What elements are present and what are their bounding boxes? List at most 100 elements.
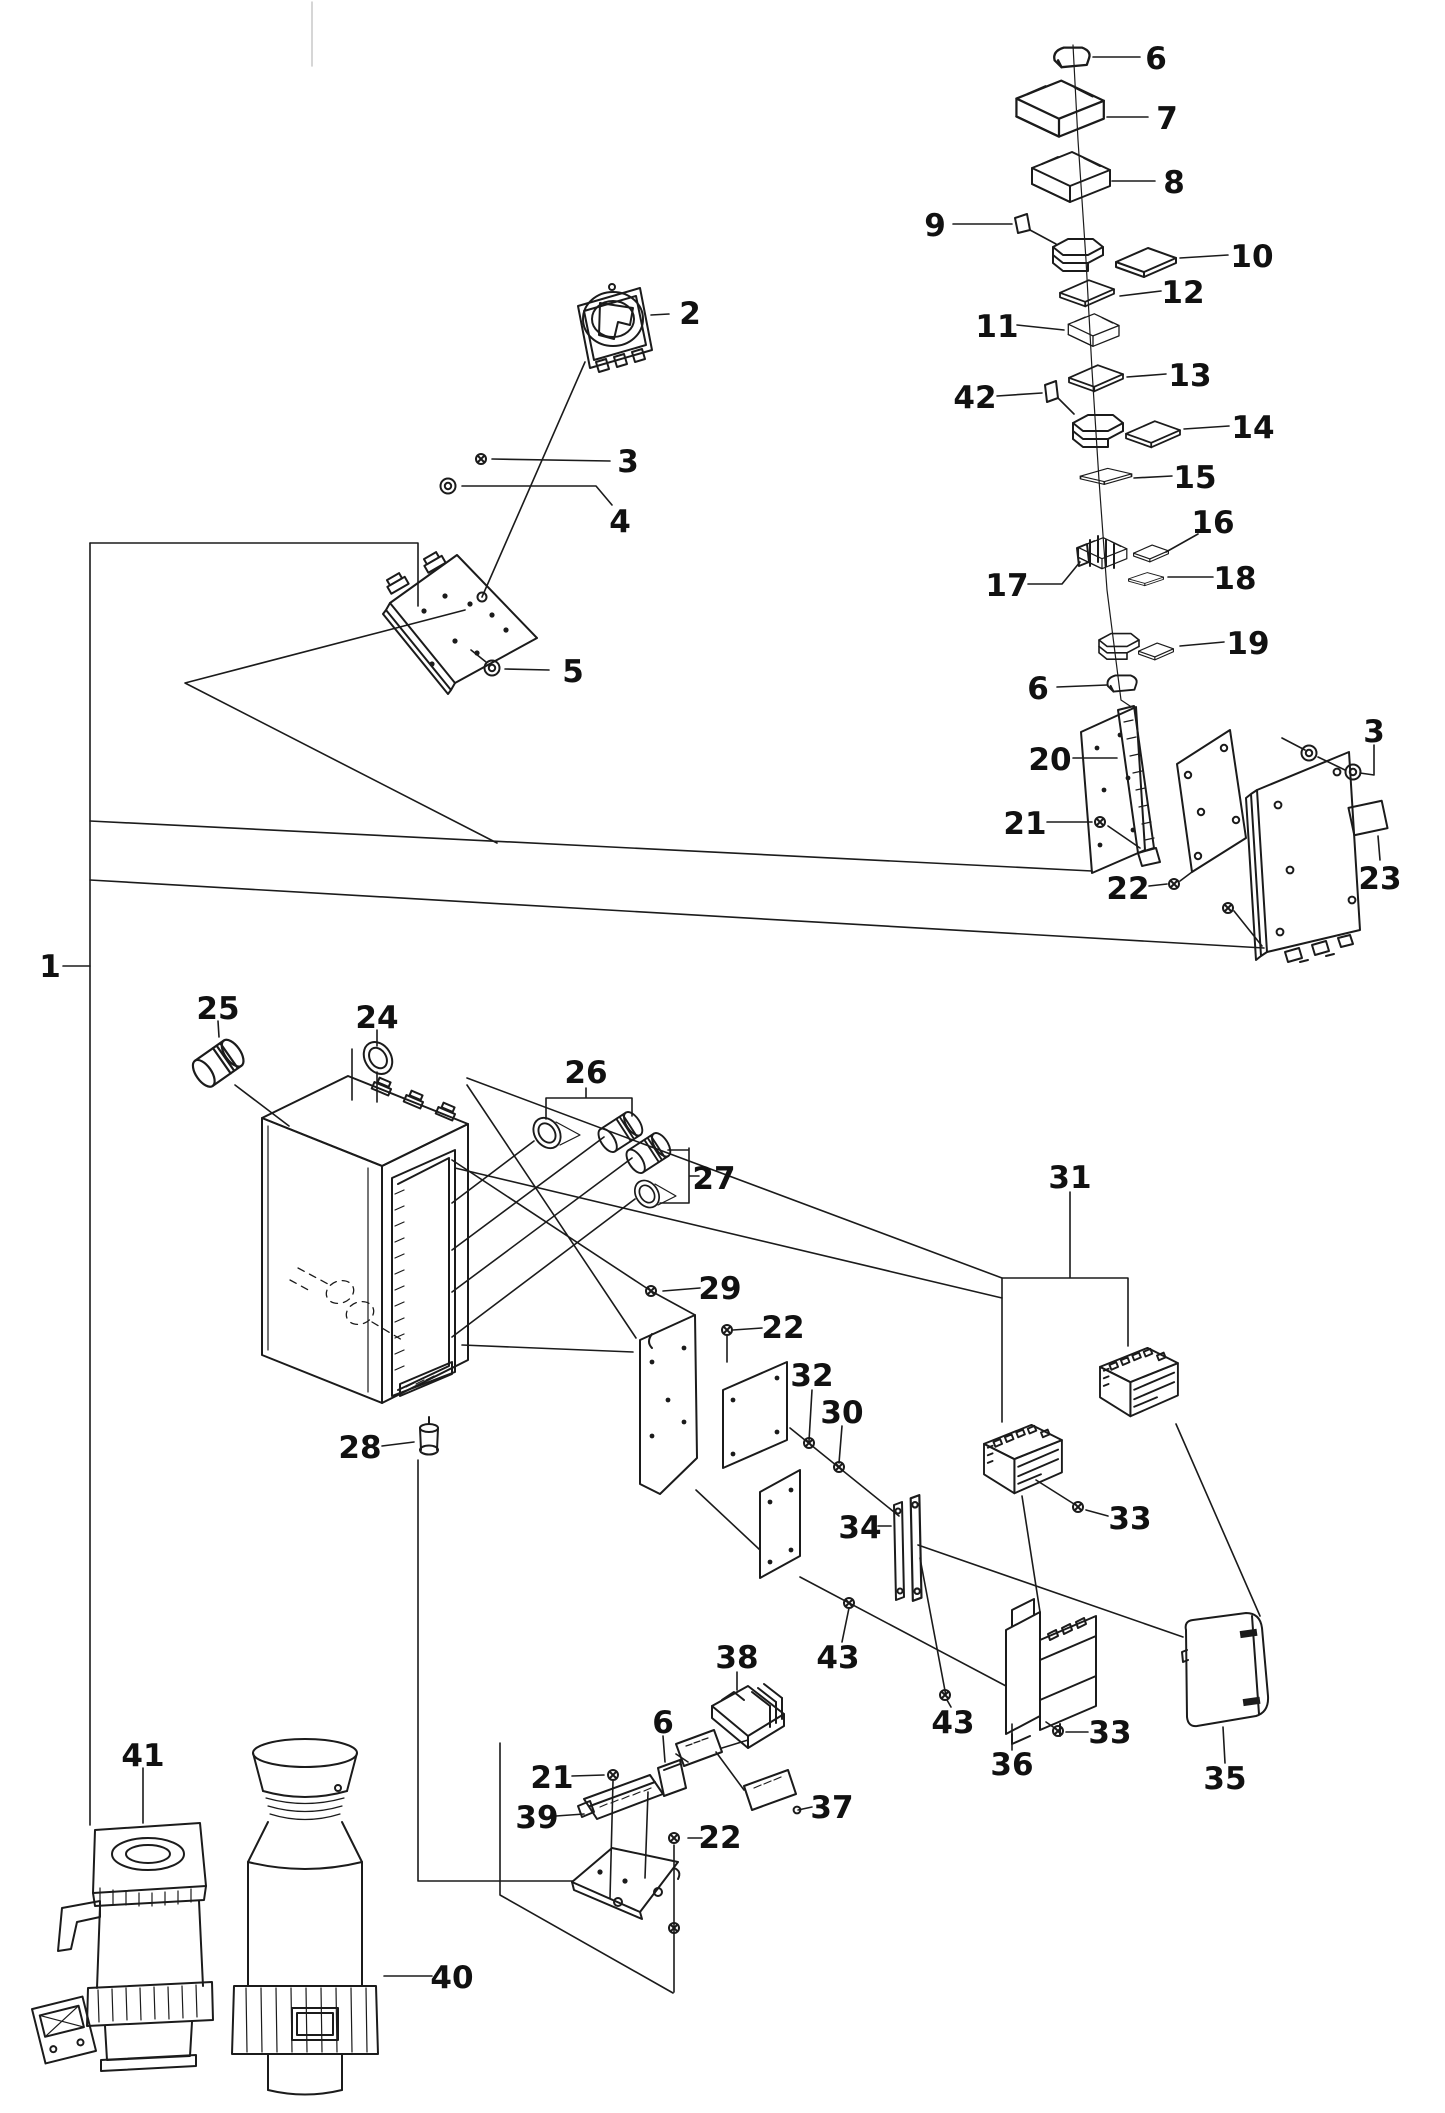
part-label-6c: 6 bbox=[652, 1705, 674, 1741]
part-label-4: 4 bbox=[609, 504, 631, 540]
switch-block-11 bbox=[1067, 313, 1120, 347]
screw-21-bottom bbox=[607, 1769, 619, 1781]
part-label-6b: 6 bbox=[1027, 671, 1049, 707]
part-label-21b: 21 bbox=[530, 1760, 573, 1796]
seal-ring-26 bbox=[526, 1111, 568, 1155]
power-supply-35 bbox=[1181, 1612, 1270, 1728]
screw-22-mid bbox=[721, 1324, 733, 1336]
mounting-plate-part bbox=[382, 551, 538, 695]
relay-36 bbox=[1005, 1598, 1097, 1745]
screw-33-upper bbox=[1072, 1501, 1084, 1513]
clip-9 bbox=[1014, 213, 1031, 234]
part-label-33a: 33 bbox=[1108, 1501, 1151, 1537]
part-label-6a: 6 bbox=[1145, 41, 1167, 77]
rear-panel-left bbox=[1080, 706, 1146, 874]
plug-connector-41 bbox=[30, 1822, 214, 2072]
mounting-rail-39 bbox=[577, 1774, 664, 1820]
enclosure-box bbox=[261, 1075, 469, 1404]
screw-22-top2 bbox=[1222, 902, 1234, 914]
part-label-11: 11 bbox=[975, 309, 1018, 345]
contactor-left bbox=[983, 1423, 1063, 1495]
part-label-23: 23 bbox=[1358, 861, 1401, 897]
switch-block-7 bbox=[1015, 79, 1105, 138]
screw-3-top bbox=[475, 453, 487, 465]
part-label-25: 25 bbox=[196, 991, 239, 1027]
part-label-43b: 43 bbox=[931, 1705, 974, 1741]
contactor-right bbox=[1099, 1346, 1179, 1418]
part-label-29: 29 bbox=[698, 1271, 741, 1307]
din-rail-20 bbox=[1117, 705, 1161, 867]
rear-panel-right bbox=[1245, 751, 1361, 963]
contact-stack bbox=[1052, 238, 1104, 272]
clip-17 bbox=[1076, 543, 1090, 567]
part-label-38: 38 bbox=[715, 1640, 758, 1676]
label-plate-23 bbox=[1347, 799, 1389, 837]
part-label-19: 19 bbox=[1226, 626, 1269, 662]
part-label-32: 32 bbox=[790, 1358, 833, 1394]
part-label-7: 7 bbox=[1156, 101, 1178, 137]
mounting-foot-28 bbox=[419, 1416, 439, 1456]
part-label-22c: 22 bbox=[698, 1820, 741, 1856]
screw-22-top bbox=[1168, 878, 1180, 890]
part-label-41: 41 bbox=[121, 1738, 164, 1774]
part-label-14: 14 bbox=[1231, 410, 1274, 446]
part-label-30: 30 bbox=[820, 1395, 863, 1431]
part-label-20: 20 bbox=[1028, 742, 1071, 778]
bottom-plate bbox=[571, 1847, 681, 1920]
part-label-22m: 22 bbox=[761, 1310, 804, 1346]
seal-ring-27 bbox=[629, 1175, 665, 1213]
switch-stack-assembly bbox=[1014, 44, 1181, 707]
part-label-24: 24 bbox=[355, 1000, 398, 1036]
part-label-26: 26 bbox=[564, 1055, 607, 1091]
screw-33-lower bbox=[1052, 1725, 1064, 1737]
part-label-31: 31 bbox=[1048, 1160, 1091, 1196]
cable-gland-25 bbox=[187, 1035, 249, 1092]
washer-4 bbox=[439, 477, 457, 495]
plate-14 bbox=[1125, 420, 1181, 449]
strip-18 bbox=[1128, 572, 1164, 587]
part-label-36: 36 bbox=[990, 1747, 1033, 1783]
part-label-35: 35 bbox=[1203, 1761, 1246, 1797]
part-label-33b: 33 bbox=[1088, 1715, 1131, 1751]
internal-panel-mid bbox=[722, 1361, 788, 1469]
plug-connector-40 bbox=[231, 1738, 379, 2096]
clip-42 bbox=[1044, 380, 1059, 403]
fuse-holder-wedge-6 bbox=[657, 1759, 687, 1797]
part-label-5: 5 bbox=[562, 654, 584, 690]
part-label-42: 42 bbox=[953, 380, 996, 416]
part-label-8: 8 bbox=[1163, 165, 1185, 201]
terminal-block-38 bbox=[711, 1683, 785, 1749]
strip-15 bbox=[1079, 467, 1133, 486]
fuse-holder-a bbox=[675, 1729, 723, 1767]
part-label-9: 9 bbox=[924, 208, 946, 244]
part-label-10: 10 bbox=[1230, 239, 1273, 275]
internal-panel-large bbox=[639, 1314, 698, 1495]
contact-stack-19 bbox=[1098, 632, 1140, 661]
cap-part-6-top bbox=[1053, 46, 1091, 69]
part-label-2: 2 bbox=[679, 296, 701, 332]
fuse-holder-b-37 bbox=[743, 1769, 802, 1815]
part-label-22b: 22 bbox=[1106, 871, 1149, 907]
plate-13 bbox=[1068, 364, 1124, 393]
rear-panel-middle bbox=[1176, 729, 1247, 873]
part-label-12: 12 bbox=[1161, 275, 1204, 311]
spacer-strip-34b bbox=[909, 1493, 923, 1603]
part-label-1: 1 bbox=[39, 949, 61, 985]
cable-gland-26 bbox=[593, 1108, 647, 1157]
part-label-43a: 43 bbox=[816, 1640, 859, 1676]
plate-19 bbox=[1138, 642, 1174, 661]
part-label-15: 15 bbox=[1173, 460, 1216, 496]
part-label-37: 37 bbox=[810, 1790, 853, 1826]
cap-part-6-bottom bbox=[1106, 674, 1138, 693]
fins-17 bbox=[1089, 535, 1115, 569]
washer-3-right2 bbox=[1344, 763, 1362, 781]
washer-3-right1 bbox=[1300, 744, 1318, 762]
part-label-3a: 3 bbox=[617, 444, 639, 480]
seal-ring-24 bbox=[356, 1035, 400, 1081]
screw-21-top bbox=[1094, 816, 1106, 828]
ring-26-flag bbox=[555, 1121, 581, 1146]
part-label-13: 13 bbox=[1168, 358, 1211, 394]
part-label-17: 17 bbox=[985, 568, 1028, 604]
